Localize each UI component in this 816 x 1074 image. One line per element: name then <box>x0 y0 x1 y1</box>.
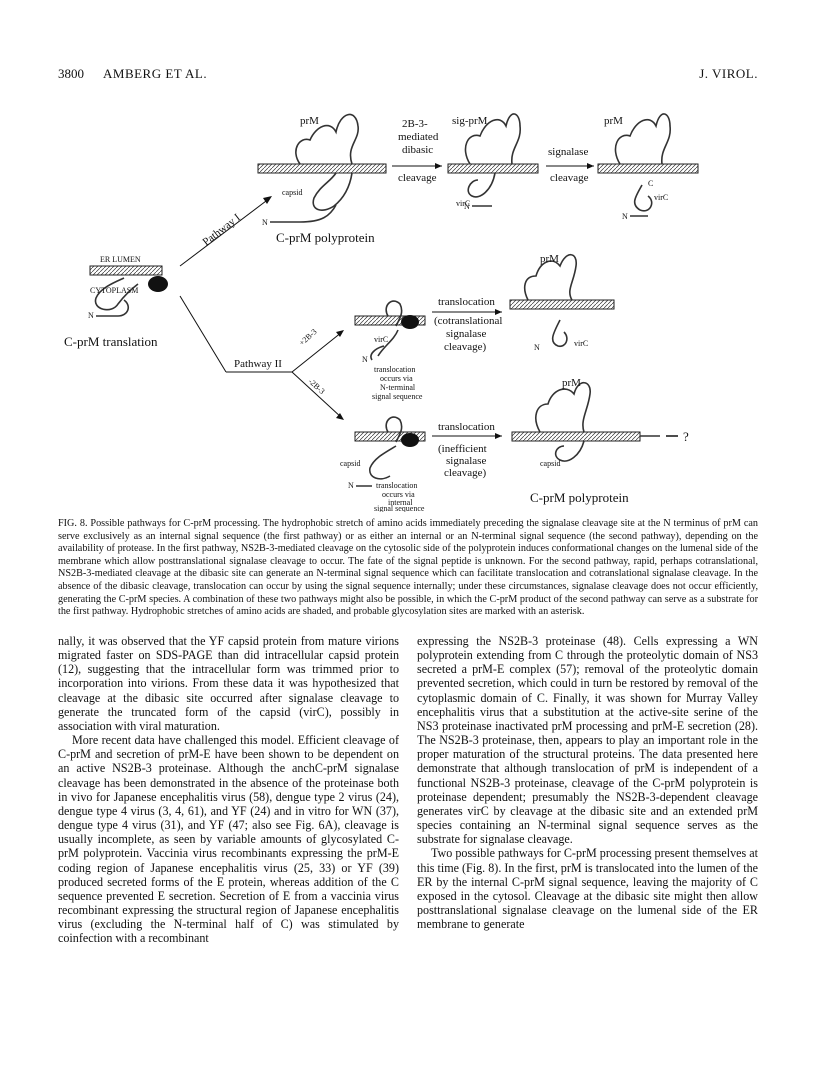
chain-start <box>94 277 139 317</box>
cotrans-l2: signalase <box>446 328 486 340</box>
prm-label-p2d: prM <box>562 377 581 389</box>
cotrans-l3: cleavage) <box>444 341 486 353</box>
virc-label-p2b: virC <box>574 339 588 348</box>
c-term-p1c: C <box>648 179 653 188</box>
membrane-p1b <box>447 163 539 174</box>
n-term-start: N <box>88 311 94 320</box>
chain-p2b <box>523 253 577 348</box>
int-note-l2: occurs via <box>382 490 415 499</box>
membrane-p1c <box>597 163 699 174</box>
polyprotein-label-p1: C-prM polyprotein <box>276 230 375 245</box>
translocation-label-2: translocation <box>438 421 495 433</box>
nterm-note-l4: signal sequence <box>372 392 423 401</box>
running-authors: AMBERG ET AL. <box>103 66 208 81</box>
chain-p1a-lumen <box>295 113 359 211</box>
ineff-l2: signalase <box>446 455 486 467</box>
chain-p1c <box>614 113 671 217</box>
n-term-p1b: N <box>464 202 470 211</box>
arrow-plus <box>291 331 343 373</box>
arrow-pathway2 <box>179 295 227 373</box>
ribosome-p2a <box>401 315 419 329</box>
ribosome-p2c <box>401 433 419 447</box>
membrane-start <box>89 265 163 276</box>
ribosome-start <box>148 276 168 292</box>
plus-2b3-label: +2B-3 <box>297 327 318 347</box>
n-term-p1c: N <box>622 212 628 221</box>
capsid-label-p2d: capsid <box>540 459 560 468</box>
arrow-minus <box>291 371 343 419</box>
membrane-p2b <box>509 299 615 310</box>
signalase-step-l2: cleavage <box>550 172 589 184</box>
start-label: C-prM translation <box>64 334 158 349</box>
nterm-note-l2: occurs via <box>380 374 413 383</box>
caption-label: FIG. 8. <box>58 518 88 529</box>
membrane-p2c <box>354 431 426 442</box>
n-term-p2a: N <box>362 355 368 364</box>
int-note-l3: internal <box>388 498 413 507</box>
membrane-p1a <box>257 163 387 174</box>
n-term-p1a: N <box>262 218 268 227</box>
pathway2-label: Pathway II <box>234 358 282 370</box>
chain-p1a-capsid <box>270 204 337 223</box>
prm-label-p2b: prM <box>540 253 559 265</box>
cotrans-l1: (cotranslational <box>434 315 502 327</box>
er-lumen-label: ER LUMEN <box>100 255 141 264</box>
translocation-label-1: translocation <box>438 296 495 308</box>
int-note-l4: signal sequence <box>374 504 425 512</box>
left-paragraph-2: More recent data have challenged this mo… <box>58 733 399 946</box>
cytoplasm-label: CYTOPLASM <box>90 286 138 295</box>
left-column: nally, it was observed that the YF capsi… <box>58 634 399 945</box>
question-mark: ? <box>683 429 689 444</box>
dibasic-step-l4: cleavage <box>398 172 437 184</box>
running-header: 3800 AMBERG ET AL. J. VIROL. <box>58 66 758 86</box>
virc-label-p2a: virC <box>374 335 388 344</box>
nterm-note-l3: N-terminal <box>380 383 416 392</box>
arrow-pathway1 <box>179 197 271 267</box>
page-number: 3800 <box>58 66 84 81</box>
n-term-p2b: N <box>534 343 540 352</box>
dibasic-step-l2: mediated <box>398 131 439 143</box>
capsid-label-p2c: capsid <box>340 459 360 468</box>
membrane-p2d <box>511 431 641 442</box>
virc-label-p1c: virC <box>654 193 668 202</box>
nterm-note-l1: translocation <box>374 365 415 374</box>
right-paragraph-1: expressing the NS2B-3 proteinase (48). C… <box>417 634 758 847</box>
dibasic-step-l3: dibasic <box>402 144 433 156</box>
polyprotein-label-p2: C-prM polyprotein <box>530 490 629 505</box>
chain-p2c <box>356 416 403 487</box>
figure-caption: FIG. 8. Possible pathways for C-prM proc… <box>58 518 758 619</box>
dibasic-step-l1: 2B-3- <box>402 118 428 130</box>
minus-2b3-label: -2B-3 <box>307 377 327 396</box>
ineff-l1: (inefficient <box>438 443 487 455</box>
pathway1-label: Pathway I <box>200 211 243 248</box>
prm-label-p1c: prM <box>604 115 623 127</box>
sig-prm-label: sig-prM <box>452 115 488 127</box>
capsid-label-p1a: capsid <box>282 188 302 197</box>
signalase-step-l1: signalase <box>548 146 588 158</box>
chain-p2a <box>370 300 403 361</box>
virc-label-p1b: virC <box>456 199 470 208</box>
chain-p1b <box>464 113 521 207</box>
caption-text: Possible pathways for C-prM processing. … <box>58 518 758 618</box>
membrane-p2a <box>354 315 426 326</box>
right-paragraph-2: Two possible pathways for C-prM processi… <box>417 846 758 932</box>
chain-p2d <box>535 381 660 462</box>
int-note-l1: translocation <box>376 481 417 490</box>
prm-label-p1a: prM <box>300 115 319 127</box>
ineff-l3: cleavage) <box>444 467 486 479</box>
journal-name: J. VIROL. <box>699 66 758 81</box>
left-paragraph-1: nally, it was observed that the YF capsi… <box>58 634 399 733</box>
pathway-figure: ER LUMEN CYTOPLASM N C-prM translation P… <box>64 113 699 512</box>
n-term-p2c: N <box>348 481 354 490</box>
right-column: expressing the NS2B-3 proteinase (48). C… <box>417 634 758 931</box>
